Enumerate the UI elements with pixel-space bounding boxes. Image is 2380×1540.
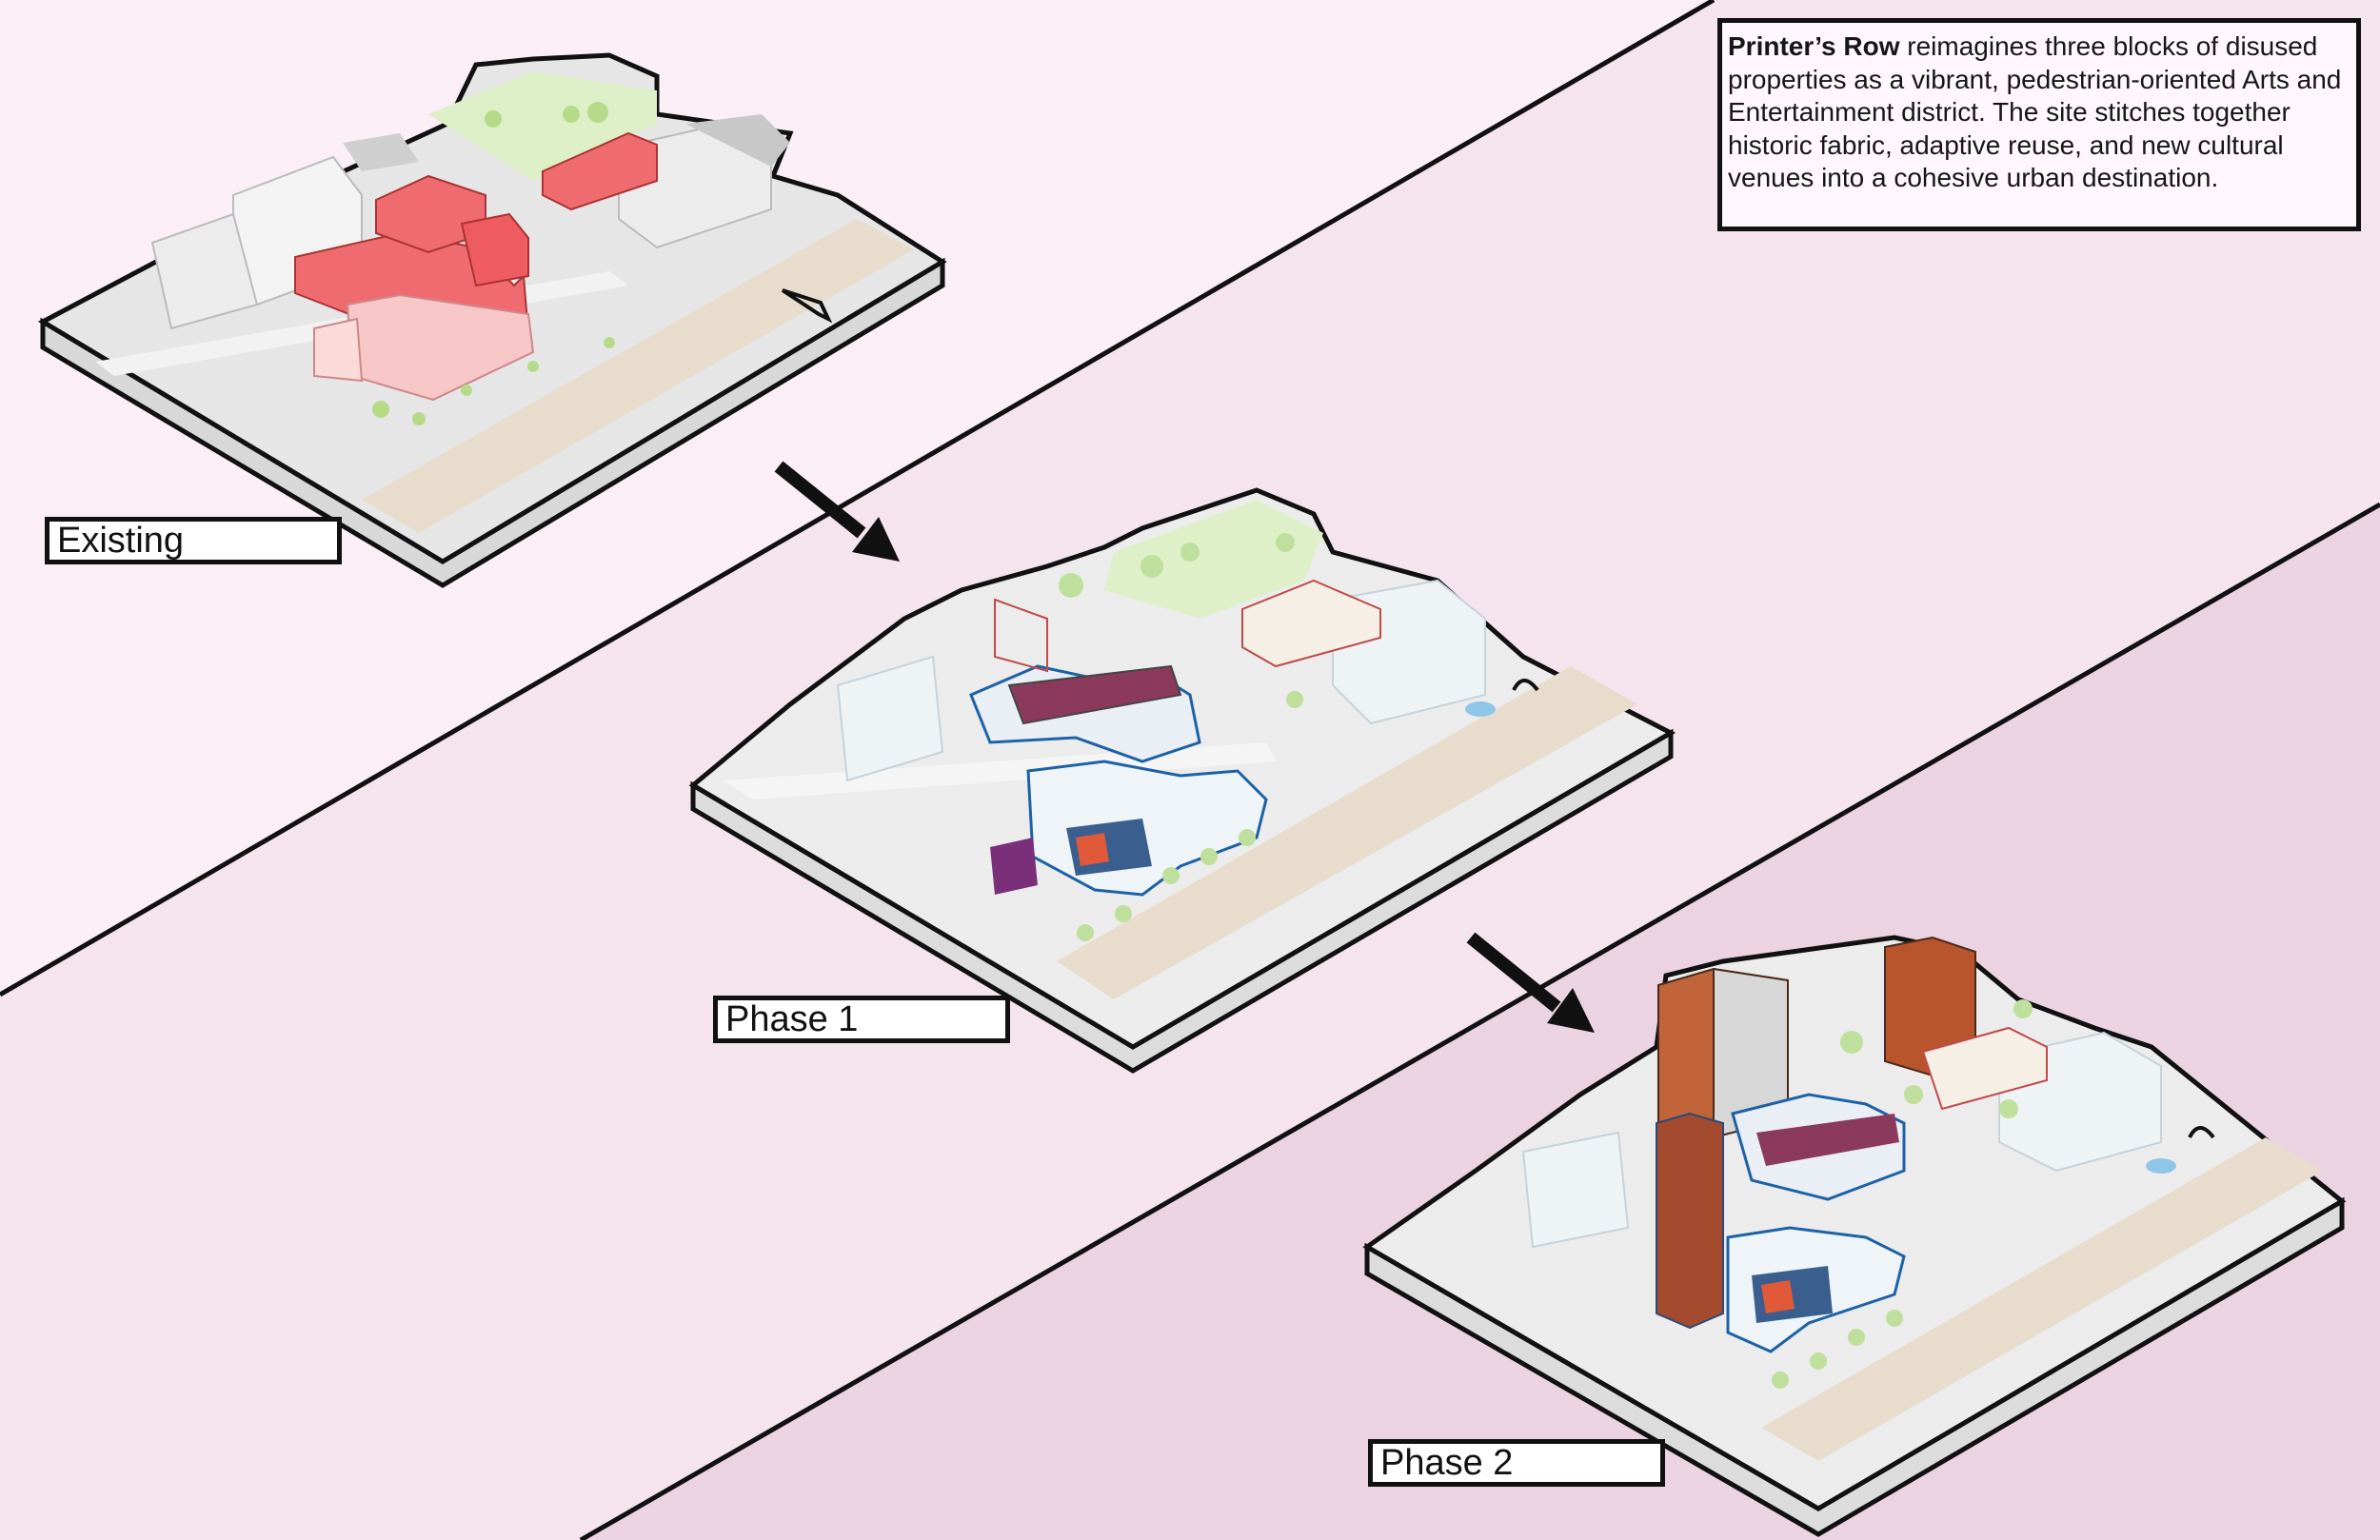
- arrow-phase1-to-phase2: [1466, 932, 1595, 1033]
- label-existing: Existing: [45, 517, 342, 564]
- project-description-text: reimagines three blocks of disused prope…: [1728, 31, 2342, 192]
- existing-site-model: [37, 52, 947, 588]
- project-description: Printer’s Row reimagines three blocks of…: [1717, 18, 2361, 231]
- label-existing-text: Existing: [57, 521, 185, 561]
- label-phase1: Phase 1: [713, 996, 1010, 1043]
- divider-line-1: [0, 0, 1716, 997]
- project-name: Printer’s Row: [1728, 31, 1900, 61]
- label-phase1-text: Phase 1: [725, 999, 859, 1039]
- divider-line-2: [579, 502, 2380, 1540]
- phase2-tower-south: [1656, 1112, 1724, 1330]
- phase2-site-model: [1362, 935, 2347, 1537]
- arrow-existing-to-phase1: [774, 461, 900, 562]
- label-phase2-text: Phase 2: [1380, 1443, 1514, 1483]
- label-phase2: Phase 2: [1368, 1439, 1665, 1487]
- phase1-site-model: [688, 487, 1676, 1074]
